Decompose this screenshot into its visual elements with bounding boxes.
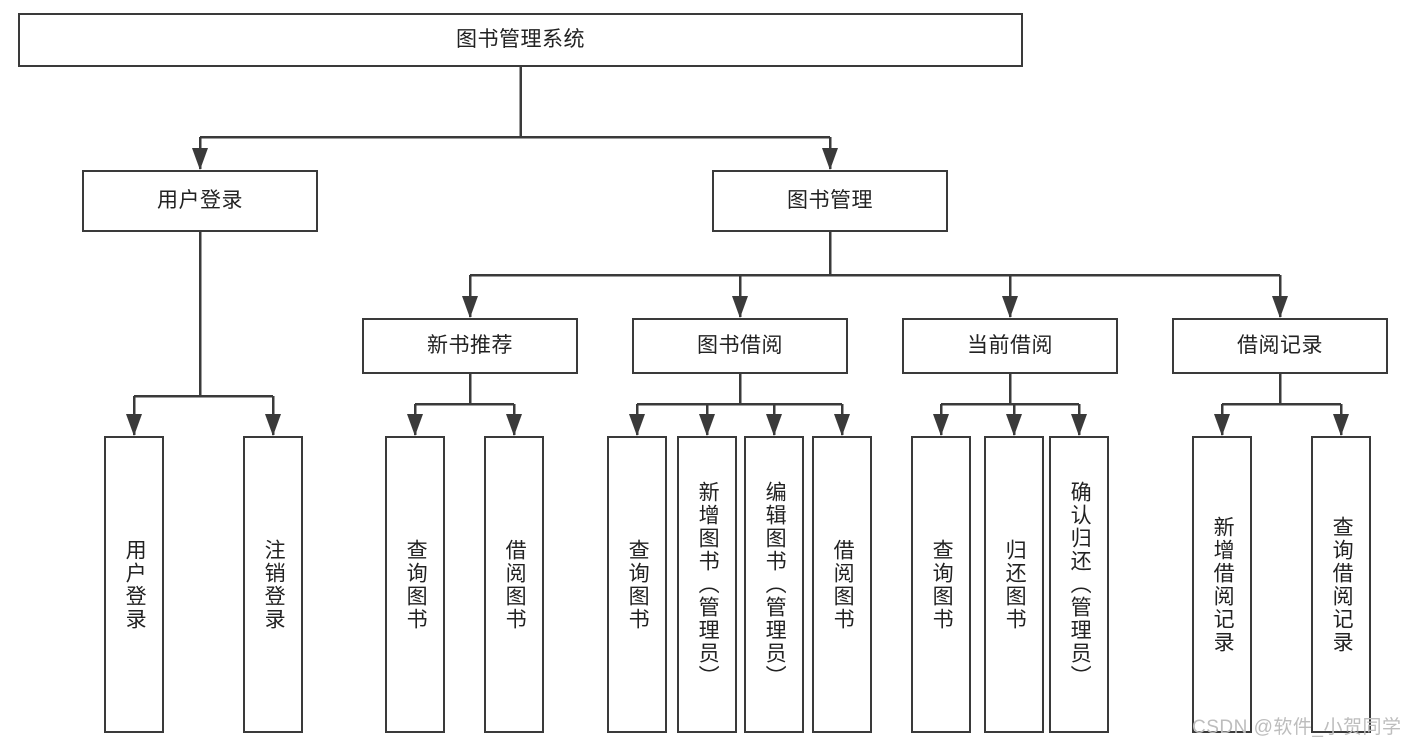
node-leaf-query-book-1[interactable]: 查询图书 [385, 436, 445, 733]
node-label: 查询图书 [626, 538, 650, 631]
watermark-text: CSDN @软件_小贺同学 [1192, 717, 1402, 738]
node-label: 查询借阅记录 [1330, 515, 1354, 654]
node-label: 图书借阅 [697, 334, 783, 358]
node-label: 用户登录 [157, 189, 243, 213]
node-label: 新增借阅记录 [1211, 515, 1235, 654]
node-label: 注销登录 [262, 538, 286, 631]
node-label: 借阅图书 [831, 538, 855, 631]
node-leaf-add-book-admin[interactable]: 新增图书（管理员） [677, 436, 737, 733]
node-book-borrow[interactable]: 图书借阅 [632, 318, 848, 374]
node-label: 用户登录 [123, 538, 147, 631]
node-label: 归还图书 [1003, 538, 1027, 631]
node-new-book-recommend[interactable]: 新书推荐 [362, 318, 578, 374]
node-root[interactable]: 图书管理系统 [18, 13, 1023, 67]
node-leaf-query-book-2[interactable]: 查询图书 [607, 436, 667, 733]
node-label: 新增图书（管理员） [696, 481, 720, 688]
node-label: 当前借阅 [967, 334, 1053, 358]
node-label: 确认归还（管理员） [1068, 481, 1092, 688]
node-label: 图书管理 [787, 189, 873, 213]
node-leaf-query-borrow-record[interactable]: 查询借阅记录 [1311, 436, 1371, 733]
node-leaf-borrow-book-1[interactable]: 借阅图书 [484, 436, 544, 733]
node-leaf-confirm-return-admin[interactable]: 确认归还（管理员） [1049, 436, 1109, 733]
node-leaf-return-book[interactable]: 归还图书 [984, 436, 1044, 733]
node-label: 借阅记录 [1237, 334, 1323, 358]
node-label: 查询图书 [404, 538, 428, 631]
node-leaf-query-book-3[interactable]: 查询图书 [911, 436, 971, 733]
node-leaf-add-borrow-record[interactable]: 新增借阅记录 [1192, 436, 1252, 733]
node-label: 新书推荐 [427, 334, 513, 358]
node-leaf-logout-login[interactable]: 注销登录 [243, 436, 303, 733]
node-user-login[interactable]: 用户登录 [82, 170, 318, 232]
node-book-manage[interactable]: 图书管理 [712, 170, 948, 232]
node-label: 查询图书 [930, 538, 954, 631]
node-current-borrow[interactable]: 当前借阅 [902, 318, 1118, 374]
node-leaf-borrow-book-2[interactable]: 借阅图书 [812, 436, 872, 733]
node-borrow-record[interactable]: 借阅记录 [1172, 318, 1388, 374]
node-leaf-edit-book-admin[interactable]: 编辑图书（管理员） [744, 436, 804, 733]
node-label: 借阅图书 [503, 538, 527, 631]
node-label: 图书管理系统 [456, 28, 585, 52]
node-label: 编辑图书（管理员） [763, 481, 787, 688]
node-leaf-user-login[interactable]: 用户登录 [104, 436, 164, 733]
